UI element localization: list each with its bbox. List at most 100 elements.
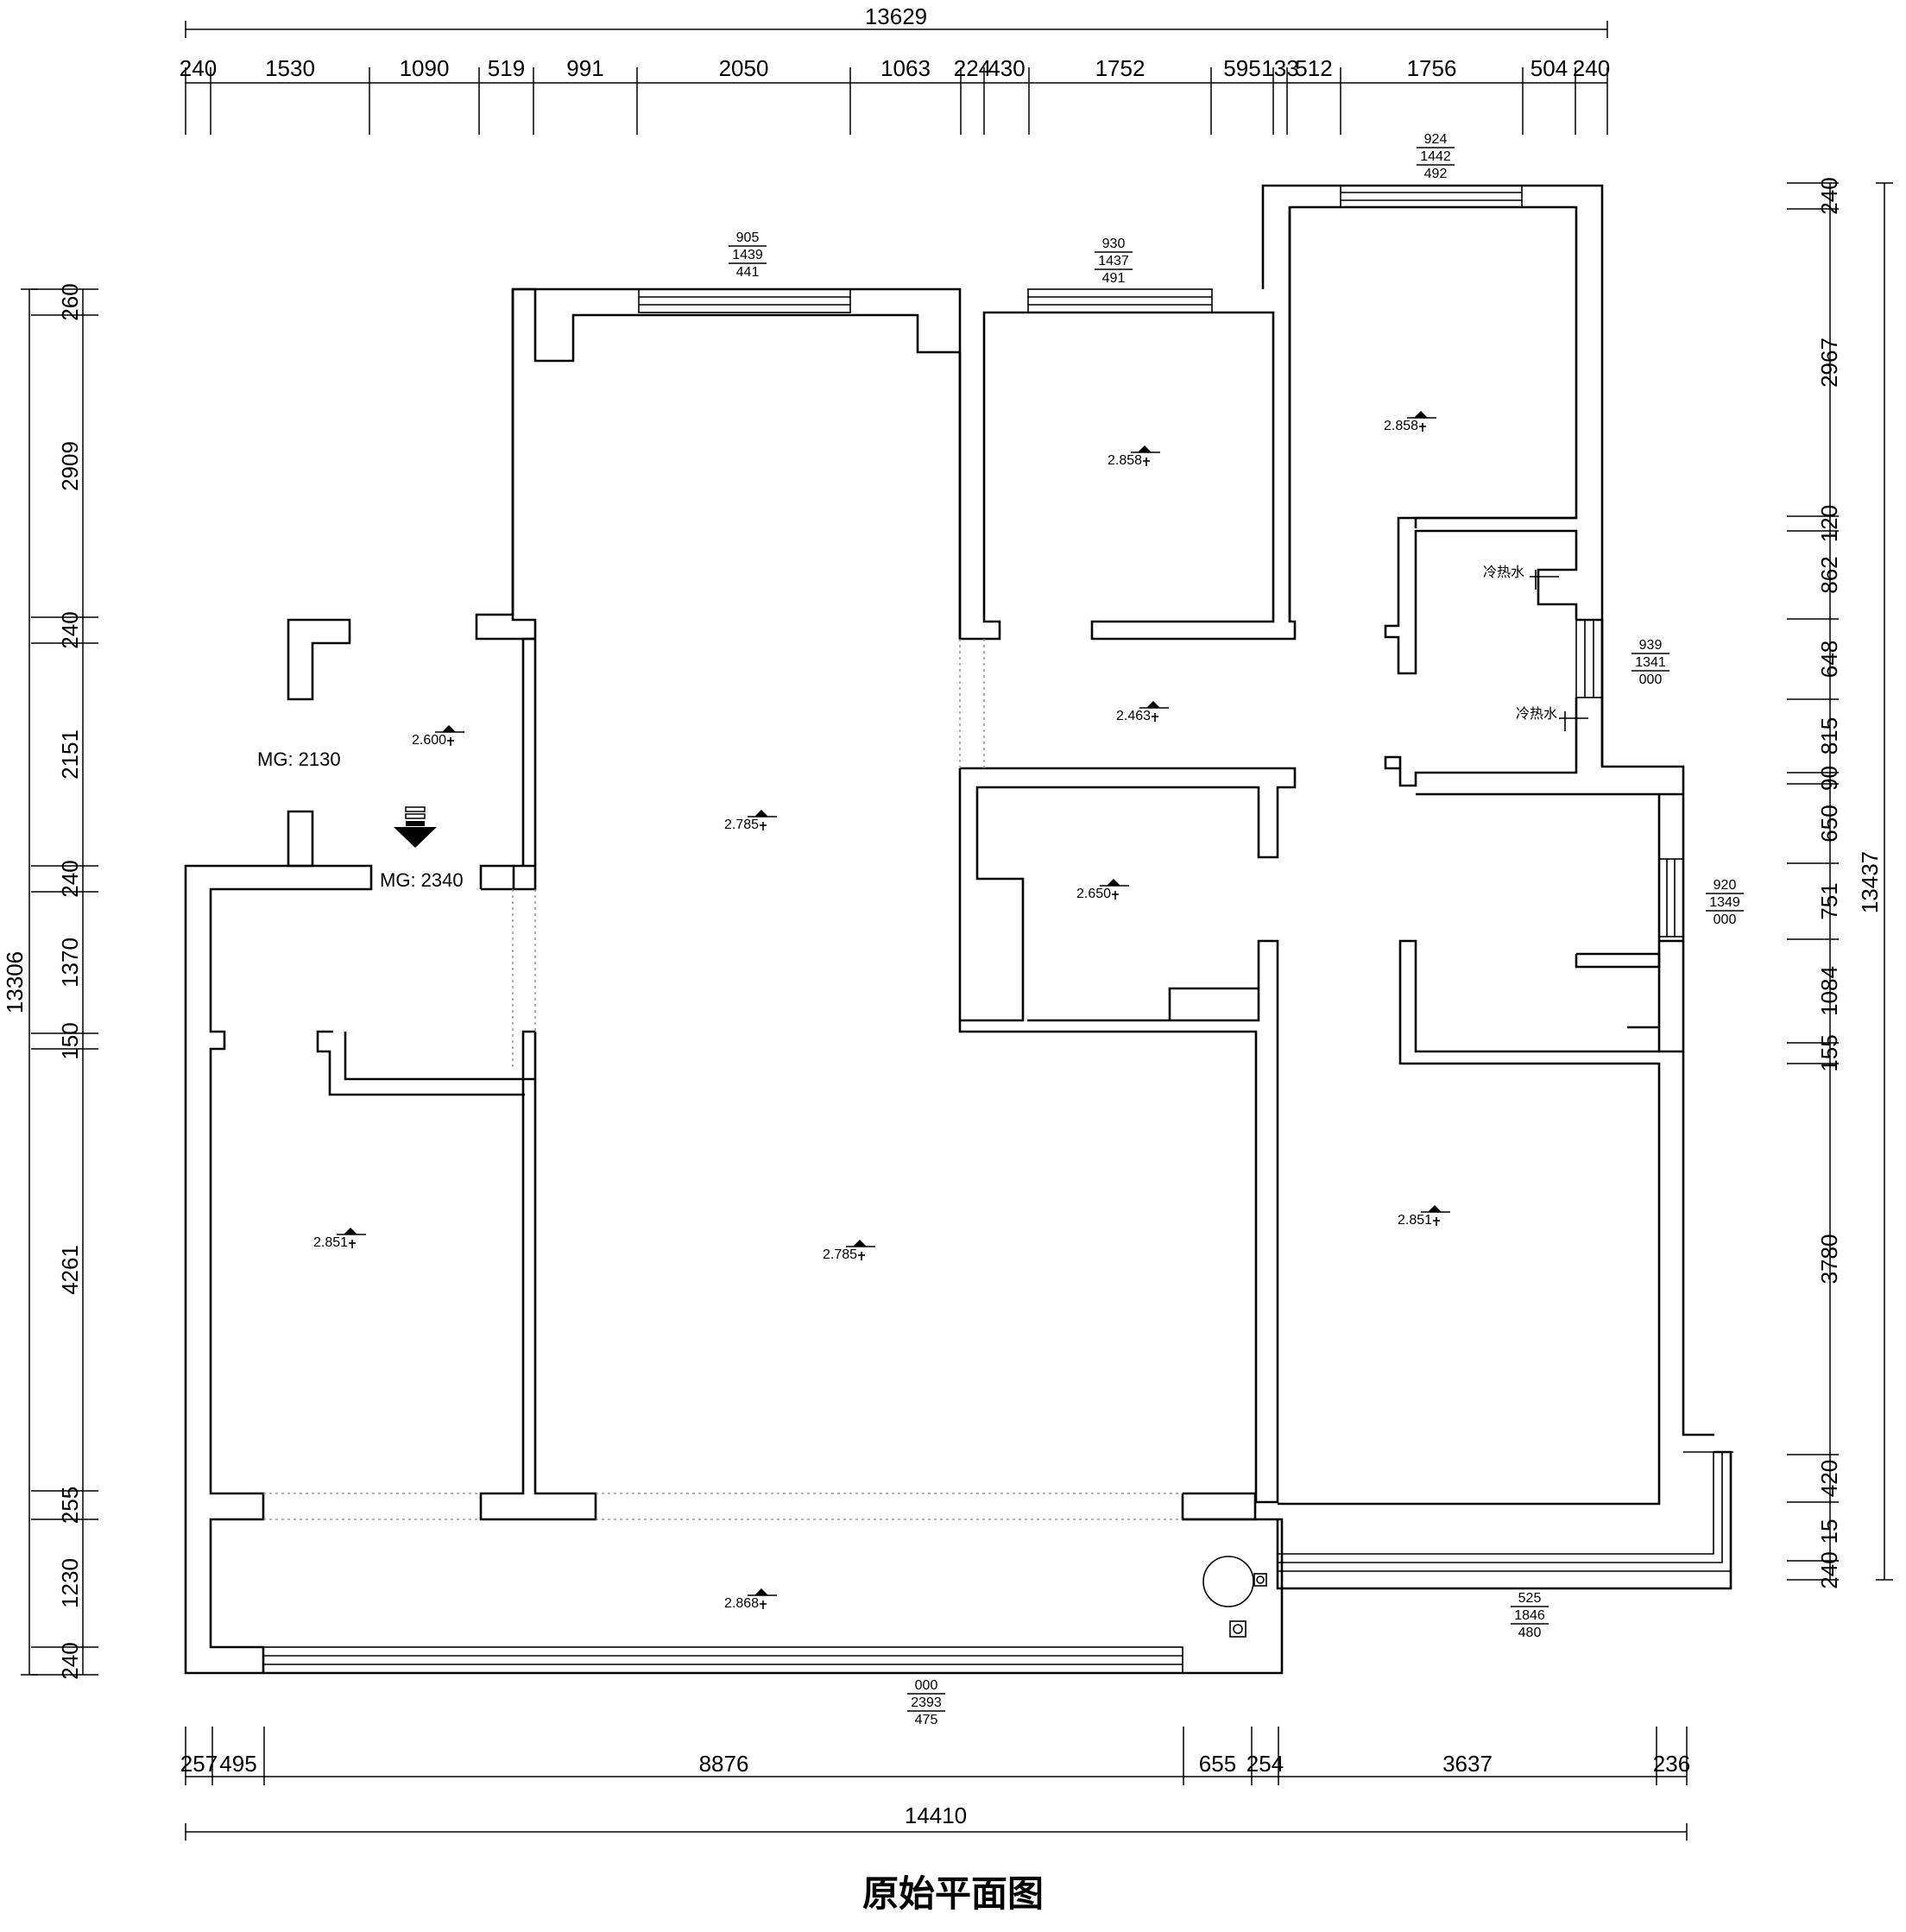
window-marks [262, 185, 1684, 1674]
right-dim: 240 [1816, 177, 1842, 214]
window-label-6: 525 1846 480 [1511, 1591, 1549, 1640]
ceiling-height-mark: 2.785 [724, 810, 777, 832]
left-dim: 2909 [57, 441, 83, 491]
svg-text:000: 000 [1714, 912, 1737, 927]
top-dim: 133 [1261, 55, 1298, 81]
svg-text:1341: 1341 [1635, 655, 1666, 670]
top-dim: 1530 [265, 55, 315, 81]
right-dim: 3780 [1816, 1234, 1842, 1285]
openings [263, 639, 1183, 1520]
ceiling-height-value: 2.650 [1076, 887, 1111, 901]
window-label-1: 905 1439 441 [729, 230, 767, 280]
window-label-4: 939 1341 000 [1631, 638, 1669, 687]
door-height-label-1: MG: 2130 [257, 748, 341, 770]
left-dim: 1230 [57, 1558, 83, 1608]
right-dim: 240 [1816, 1551, 1842, 1588]
ceiling-height-value: 2.868 [724, 1596, 759, 1611]
right-dim: 650 [1816, 805, 1842, 842]
left-dim: 240 [57, 860, 83, 897]
ceiling-height-value: 2.785 [823, 1247, 857, 1262]
svg-text:525: 525 [1518, 1591, 1542, 1606]
window-label-3: 924 1442 492 [1417, 132, 1455, 181]
ceiling-height-mark: 2.858 [1108, 445, 1160, 468]
bottom-dim: 655 [1199, 1751, 1236, 1777]
bottom-dim: 3637 [1442, 1751, 1493, 1777]
top-dim: 512 [1295, 55, 1332, 81]
entrance-arrow-icon [394, 806, 437, 848]
top-dim: 504 [1530, 55, 1568, 81]
right-dim: 862 [1816, 556, 1842, 593]
ceiling-height-mark: 2.858 [1384, 411, 1436, 433]
ceiling-height-value: 2.600 [412, 733, 446, 748]
ceiling-height-value: 2.851 [1398, 1213, 1432, 1228]
bottom-dim: 495 [219, 1751, 256, 1777]
drain-circle [1202, 1556, 1254, 1607]
right-dim: 1084 [1816, 966, 1842, 1016]
window-annotations: 905 1439 441 930 1437 491 924 1442 492 9… [729, 132, 1744, 1727]
right-dim: 90 [1816, 766, 1842, 791]
right-dim: 815 [1816, 717, 1842, 754]
right-dim: 751 [1816, 882, 1842, 919]
left-dim: 4261 [57, 1245, 83, 1295]
left-dim: 150 [57, 1022, 83, 1059]
right-dim: 155 [1816, 1034, 1842, 1071]
walls [184, 184, 1714, 1675]
svg-text:1437: 1437 [1098, 254, 1129, 268]
ceiling-height-value: 2.858 [1384, 419, 1418, 433]
top-dim: 991 [566, 55, 603, 81]
svg-text:1846: 1846 [1514, 1608, 1545, 1623]
pipe-square [1253, 1573, 1267, 1587]
svg-text:939: 939 [1639, 638, 1663, 653]
top-dim: 1752 [1095, 55, 1145, 81]
svg-text:000: 000 [915, 1678, 938, 1693]
partitions [1276, 1450, 1733, 1590]
window-label-7: 000 2393 475 [907, 1678, 945, 1727]
left-total-dim: 13306 [2, 951, 28, 1013]
window-label-2: 930 1437 491 [1095, 237, 1133, 286]
ceiling-heights: 2.858 2.858 2.463 2.600 2.785 2.650 2.851 2.785… [313, 411, 1450, 1611]
ceiling-height-mark: 2.650 [1076, 879, 1129, 901]
svg-text:924: 924 [1424, 132, 1448, 147]
room-labels: MG: 2130 MG: 2340 冷热水 冷热水 [257, 565, 1557, 891]
dimension-lines [21, 21, 1893, 1840]
bottom-dim: 236 [1653, 1751, 1690, 1777]
fixtures [1202, 1556, 1267, 1638]
top-dim: 595 [1223, 55, 1260, 81]
top-total-dim: 13629 [865, 3, 927, 29]
svg-text:475: 475 [915, 1713, 938, 1727]
svg-text:492: 492 [1424, 167, 1448, 181]
left-dim: 240 [57, 611, 83, 648]
ceiling-height-mark: 2.463 [1116, 701, 1169, 723]
drawing-title: 原始平面图 [861, 1872, 1044, 1915]
floor-drain [1229, 1620, 1246, 1638]
plumbing-marks [1530, 570, 1588, 731]
top-dim: 1756 [1407, 55, 1457, 81]
svg-text:491: 491 [1102, 271, 1126, 286]
ceiling-height-mark: 2.851 [313, 1228, 366, 1250]
plumbing-label-1: 冷热水 [1483, 565, 1524, 580]
ceiling-height-value: 2.785 [724, 818, 759, 832]
svg-text:480: 480 [1518, 1626, 1542, 1640]
top-dim: 519 [488, 55, 525, 81]
ceiling-height-mark: 2.785 [823, 1240, 875, 1262]
ceiling-height-mark: 2.600 [412, 725, 464, 748]
top-dim: 1063 [880, 55, 931, 81]
ceiling-height-mark: 2.851 [1398, 1205, 1450, 1228]
svg-text:1442: 1442 [1420, 149, 1451, 164]
svg-text:1349: 1349 [1709, 895, 1740, 910]
top-dim: 430 [988, 55, 1025, 81]
left-dim: 260 [57, 283, 83, 320]
right-dim: 648 [1816, 641, 1842, 678]
left-dim: 2151 [57, 729, 83, 780]
svg-text:441: 441 [736, 265, 760, 280]
ceiling-height-value: 2.463 [1116, 709, 1151, 723]
top-dim: 224 [954, 55, 991, 81]
svg-text:920: 920 [1714, 878, 1737, 893]
left-dim: 240 [57, 1642, 83, 1679]
right-total-dim: 13437 [1857, 851, 1883, 913]
bottom-dim: 257 [180, 1751, 218, 1777]
bottom-dim: 254 [1246, 1751, 1284, 1777]
top-dim: 240 [1573, 55, 1610, 81]
